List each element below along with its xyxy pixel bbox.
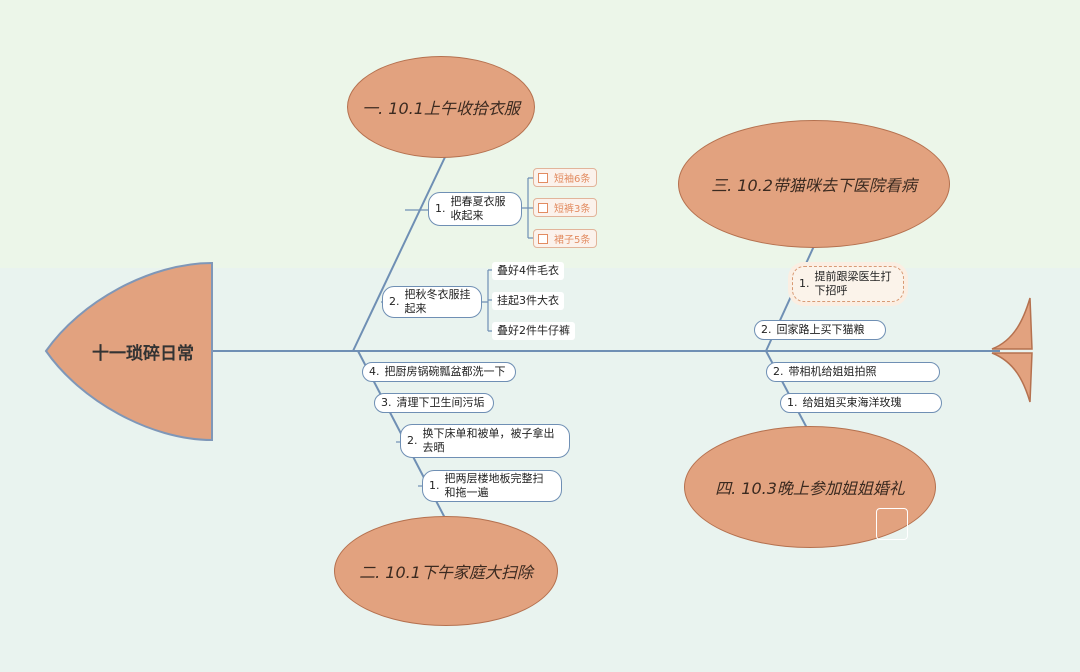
root-title: 十一琐碎日常 bbox=[92, 344, 194, 364]
t3-item-1[interactable]: 1. 提前跟梁医生打下招呼 bbox=[792, 266, 904, 302]
t2-item-2[interactable]: 2. 换下床单和被单，被子拿出去晒 bbox=[400, 424, 570, 458]
t1-item-2[interactable]: 2. 把秋冬衣服挂起来 bbox=[382, 286, 482, 318]
tail-upper bbox=[991, 297, 1033, 350]
t1-item-1[interactable]: 1. 把春夏衣服收起来 bbox=[428, 192, 522, 226]
t1-tag-3[interactable]: 裙子5条 bbox=[533, 229, 598, 248]
t1-tag-2[interactable]: 短裤3条 bbox=[533, 198, 598, 217]
t1-item-1-text: 把春夏衣服收起来 bbox=[450, 195, 506, 222]
t4-item-2[interactable]: 2. 带相机给姐姐拍照 bbox=[766, 362, 940, 382]
topic-t4[interactable]: 四. 10.3晚上参加姐姐婚礼 bbox=[684, 426, 936, 548]
t3-item-2[interactable]: 2. 回家路上买下猫粮 bbox=[754, 320, 886, 340]
t4-item-1[interactable]: 1. 给姐姐买束海洋玫瑰 bbox=[780, 393, 942, 413]
t1-leaf-2[interactable]: 挂起3件大衣 bbox=[492, 292, 564, 310]
checkbox-icon[interactable] bbox=[538, 202, 548, 213]
t1-leaf-3[interactable]: 叠好2件牛仔裤 bbox=[492, 322, 575, 340]
topic-t2[interactable]: 二. 10.1下午家庭大扫除 bbox=[334, 516, 558, 626]
topic-t2-label: 二. 10.1下午家庭大扫除 bbox=[359, 563, 533, 582]
topic-t4-label: 四. 10.3晚上参加姐姐婚礼 bbox=[715, 479, 905, 498]
checkbox-icon[interactable] bbox=[538, 172, 548, 183]
topic-t1-label: 一. 10.1上午收拾衣服 bbox=[362, 99, 520, 118]
topic-t1[interactable]: 一. 10.1上午收拾衣服 bbox=[347, 56, 535, 158]
topic-t3-label: 三. 10.2带猫咪去下医院看病 bbox=[711, 176, 917, 195]
tail-lower bbox=[991, 352, 1033, 403]
t2-item-1[interactable]: 1. 把两层楼地板完整扫和拖一遍 bbox=[422, 470, 562, 502]
topic-t3[interactable]: 三. 10.2带猫咪去下医院看病 bbox=[678, 120, 950, 248]
placeholder-box bbox=[876, 508, 908, 540]
root-topic[interactable]: 十一琐碎日常 bbox=[46, 263, 212, 440]
t2-item-3[interactable]: 3. 清理下卫生间污垢 bbox=[374, 393, 494, 413]
t1-leaf-1[interactable]: 叠好4件毛衣 bbox=[492, 262, 564, 280]
t2-item-4[interactable]: 4. 把厨房锅碗瓢盆都洗一下 bbox=[362, 362, 516, 382]
t1-tag-1[interactable]: 短袖6条 bbox=[533, 168, 598, 187]
t1-item-2-text: 把秋冬衣服挂起来 bbox=[404, 288, 471, 315]
bone-t1 bbox=[352, 154, 447, 352]
fish-head-shape bbox=[44, 261, 213, 442]
checkbox-icon[interactable] bbox=[538, 233, 548, 244]
